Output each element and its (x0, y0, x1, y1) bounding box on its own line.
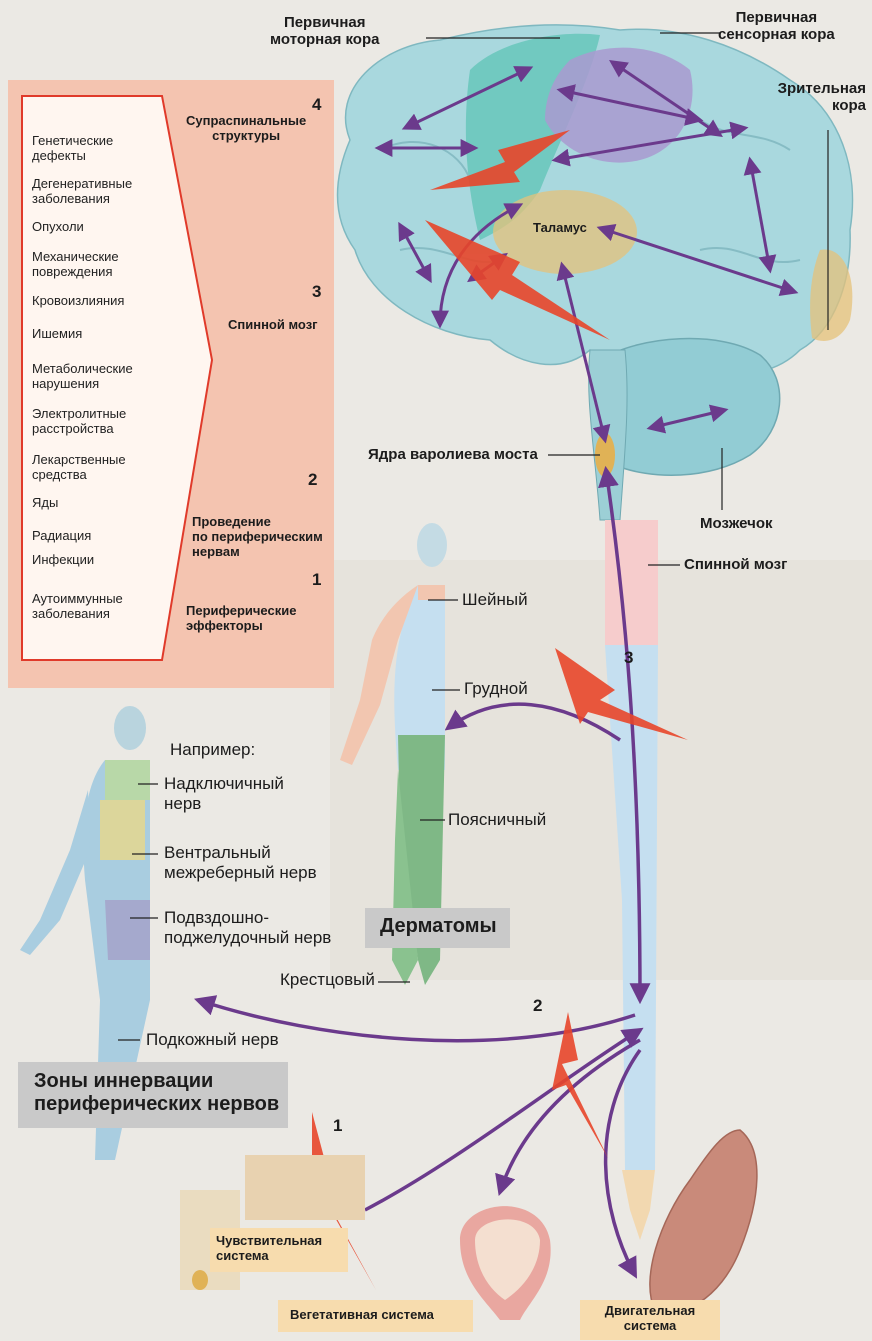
level-1-number: 1 (312, 570, 321, 590)
cause-item: Радиация (32, 529, 91, 544)
level-1-label: Периферические эффекторы (186, 604, 296, 634)
cause-item: Инфекции (32, 553, 94, 568)
cause-item: Механические повреждения (32, 250, 119, 280)
lesion-number-peripheral: 2 (533, 996, 542, 1016)
nerve-example-label: Например: (170, 740, 255, 760)
muscle-illustration (650, 1130, 757, 1313)
dermatomes-title: Дерматомы (380, 915, 497, 938)
cause-item: Электролитные расстройства (32, 407, 126, 437)
intercostal-nerve-label: Вентральный межреберный нерв (164, 843, 317, 882)
motor-cortex-label: Первичная моторная кора (270, 14, 379, 49)
spinal-cord-label: Спинной мозг (684, 556, 787, 573)
cause-item: Лекарственные средства (32, 453, 126, 483)
dermatome-sacral-label: Крестцовый (280, 970, 375, 990)
level-4-number: 4 (312, 95, 321, 115)
dermatome-lumbar-label: Поясничный (448, 810, 546, 830)
cause-item: Генетические дефекты (32, 134, 113, 164)
level-2-label: Проведение по периферическим нервам (192, 515, 323, 560)
autonomic-system-label: Вегетативная система (290, 1308, 434, 1323)
level-4-label: Супраспинальные структуры (186, 114, 306, 144)
level-2-number: 2 (308, 470, 317, 490)
nerve-zones-title: Зоны иннервации периферических нервов (34, 1070, 279, 1116)
dermatome-thoracic-label: Грудной (464, 679, 528, 699)
cause-item: Яды (32, 496, 58, 511)
cause-item: Аутоиммунные заболевания (32, 592, 123, 622)
skin-illustration (245, 1155, 365, 1220)
cause-item: Дегенеративные заболевания (32, 177, 132, 207)
saphenous-nerve-label: Подкожный нерв (146, 1030, 279, 1050)
cause-item: Опухоли (32, 220, 84, 235)
sensory-system-label: Чувствительная система (216, 1234, 322, 1264)
cause-item: Ишемия (32, 327, 82, 342)
effector-illustrations (180, 1130, 757, 1320)
motor-system-label: Двигательная система (588, 1304, 712, 1334)
dermatome-cervical-label: Шейный (462, 590, 528, 610)
level-3-number: 3 (312, 282, 321, 302)
sensory-cortex-label: Первичная сенсорная кора (718, 9, 835, 44)
lesion-number-spinal: 3 (624, 648, 633, 668)
iliohypogastric-nerve-label: Подвздошно- поджелудочный нерв (164, 908, 331, 947)
lesion-number-effector: 1 (333, 1116, 342, 1136)
thalamus-label: Таламус (533, 221, 587, 236)
cause-item: Метаболические нарушения (32, 362, 133, 392)
pons-nuclei-label: Ядра варолиева моста (368, 446, 538, 463)
cerebellum-label: Мозжечок (700, 515, 773, 532)
cause-item: Кровоизлияния (32, 294, 124, 309)
supraclavicular-nerve-label: Надключичный нерв (164, 774, 284, 813)
visual-cortex-label: Зрительная кора (762, 80, 866, 115)
level-3-label: Спинной мозг (228, 318, 318, 333)
